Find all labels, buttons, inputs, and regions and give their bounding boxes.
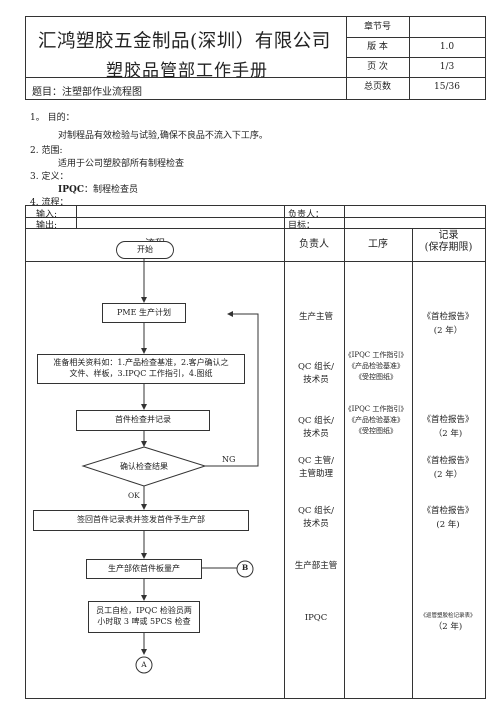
- start-terminal: 开始: [116, 241, 174, 259]
- total-pages-value: 15/36: [434, 82, 460, 92]
- connector-a: [135, 656, 153, 674]
- column-record: 记录(保存期限): [424, 230, 473, 253]
- process-docs-1: 《IPQC 工作指引》《产品检验基准》《受控图纸》: [344, 351, 408, 381]
- record-first-check-4: 《首检报告》(2 年): [422, 506, 474, 530]
- ok-label: OK: [128, 491, 140, 500]
- record-first-check-3: 《首检报告》(2 年）: [422, 456, 474, 480]
- mass-production-box: 生产部依首件板量产: [86, 559, 202, 579]
- manual-title: 塑胶品管部工作手册: [106, 61, 268, 81]
- total-pages-label: 总页数: [363, 82, 391, 92]
- decision-diamond: [81, 446, 207, 487]
- section-purpose-title: 1。 目的：: [30, 113, 75, 123]
- input-label: 输入:: [36, 210, 58, 220]
- record-first-check-1: 《首检报告》(2 年）: [422, 312, 474, 336]
- output-label: 输出:: [36, 221, 58, 231]
- section-definition-text: IPQC：制程检查员: [58, 185, 138, 195]
- pme-plan-box: PME 生产计划: [102, 303, 186, 323]
- owner-qc-lead-1: QC 组长/技术员: [297, 362, 335, 385]
- column-owner: 负责人: [299, 239, 329, 250]
- process-docs-2: 《IPQC 工作指引》《产品检验基准》《受控图纸》: [344, 405, 408, 435]
- page-value: 1/3: [439, 62, 455, 72]
- section-flow-title: 4. 流程：: [30, 198, 69, 208]
- owner-production-supervisor: 生产主管: [298, 312, 333, 322]
- owner-qc-supervisor: QC 主管/主管助理: [297, 456, 335, 479]
- version-label: 版 本: [367, 42, 388, 52]
- record-first-check-2: 《首检报告》（2 年): [422, 415, 474, 439]
- owner-ipqc: IPQC: [304, 613, 328, 623]
- section-scope-title: 2. 范围:: [30, 146, 63, 156]
- section-purpose-text: 对制程品有效检验与试验,确保不良品不流入下工序。: [58, 131, 268, 141]
- document-header: 汇鸿塑胶五金制品(深圳）有限公司 塑胶品管部工作手册 题目：注塑部作业流程图 章…: [25, 16, 486, 100]
- connector-a-label: A: [141, 660, 147, 669]
- ng-label: NG: [222, 455, 236, 464]
- chapter-label: 章节号: [363, 22, 391, 32]
- owner-production-manager: 生产部主管: [294, 561, 338, 571]
- company-name: 汇鸿塑胶五金制品(深圳）有限公司: [38, 31, 331, 52]
- target-label: 目标：: [288, 221, 316, 231]
- column-process: 工序: [368, 239, 388, 250]
- section-scope-text: 适用于公司塑胶部所有制程检查: [58, 159, 185, 169]
- owner-label: 负责人：: [288, 210, 325, 220]
- page-label: 页 次: [367, 62, 388, 72]
- connector-b: [236, 560, 254, 578]
- section-definition-title: 3. 定义：: [30, 172, 69, 182]
- connector-b-label: B: [241, 563, 249, 572]
- owner-qc-lead-2: QC 组长/技术员: [297, 416, 335, 439]
- prepare-materials-box: 准备相关资料如：1.产品检查基准，2.客户确认之文件、样板，3.IPQC 工作指…: [37, 354, 245, 384]
- record-patrol-check: 《巡管塑胶检记录表》（2 年): [420, 613, 476, 632]
- document-topic: 题目：注塑部作业流程图: [32, 87, 142, 98]
- first-check-box: 首件检查并记录: [76, 410, 210, 431]
- sign-return-box: 签回首件记录表并签发首件予生产部: [33, 510, 249, 531]
- owner-qc-lead-3: QC 组长/技术员: [297, 506, 335, 529]
- self-inspection-box: 员工自检，IPQC 检验员两小时取 3 啤或 5PCS 检查: [88, 601, 200, 633]
- version-value: 1.0: [439, 42, 455, 52]
- confirm-result-label: 确认检查结果: [120, 462, 168, 471]
